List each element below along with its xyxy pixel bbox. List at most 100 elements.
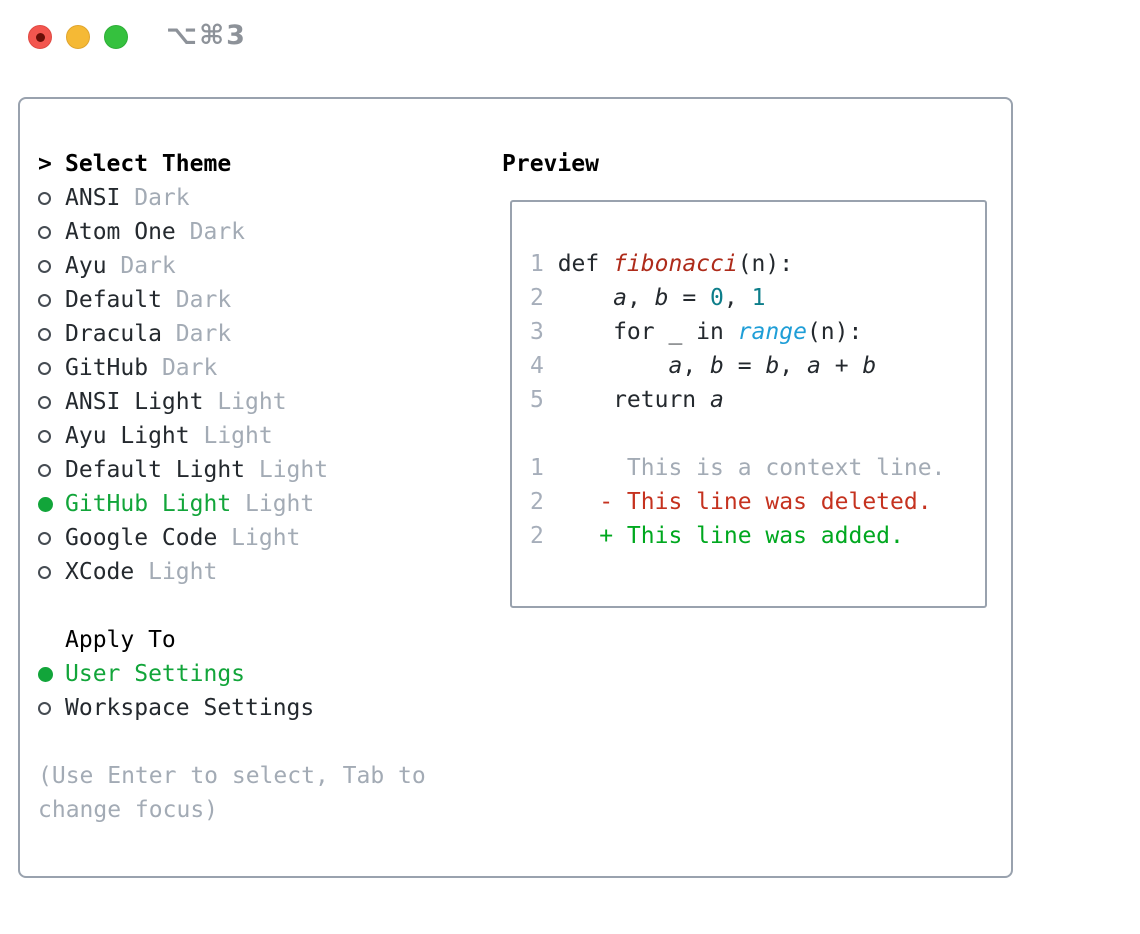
theme-variant-tag: Dark [120,253,176,279]
code-token: range [737,319,807,345]
code-token: b [765,353,780,379]
code-token: fibonacci [613,251,738,277]
help-text: (Use Enter to select, Tab to change focus… [38,759,488,827]
line-number: 1 [530,455,544,481]
selected-radio-icon [38,496,65,512]
radio-icon [38,327,65,341]
focus-caret-icon: > [38,151,52,177]
theme-name-label: GitHub Light [65,491,232,517]
code-token: + This line was added. [557,523,904,549]
radio-icon [38,259,65,273]
code-line: 5 return a [530,383,985,417]
apply-to-option[interactable]: Workspace Settings [38,691,488,725]
code-token: a [668,353,683,379]
theme-item[interactable]: Default Light Light [38,453,488,487]
code-token: 1 [751,285,766,311]
code-token: + [820,353,863,379]
theme-variant-tag: Light [231,525,301,551]
radio-icon [38,191,65,205]
theme-name-label: Dracula [65,321,162,347]
apply-option-label: Workspace Settings [65,695,315,721]
code-token [558,285,613,311]
code-token: a [613,285,627,311]
code-token: , [626,285,655,311]
code-token: This is a context line. [557,455,946,481]
code-token: (n): [806,319,863,345]
radio-icon [38,701,65,715]
theme-item[interactable]: Dracula Dark [38,317,488,351]
minimize-button[interactable] [66,25,90,49]
preview-label: Preview [502,151,599,177]
code-token: for _ in [557,319,738,345]
apply-to-header: Apply To [38,623,488,657]
code-token: , [723,285,752,311]
spacer [38,725,488,759]
line-number: 3 [530,319,544,345]
theme-variant-tag: Dark [134,185,190,211]
code-line: 3 for _ in range(n): [530,315,985,349]
code-token: 0 [710,285,724,311]
code-token: = [668,285,711,311]
code-token: = [723,353,766,379]
apply-option-label: User Settings [65,661,246,687]
code-line: 1 This is a context line. [530,451,985,485]
theme-item[interactable]: Ayu Dark [38,249,488,283]
radio-icon [38,429,65,443]
radio-icon [38,293,65,307]
code-line: 2 + This line was added. [530,519,985,553]
theme-variant-tag: Dark [175,321,232,347]
theme-name-label: Ayu [65,253,107,279]
code-token [558,353,669,379]
line-number: 1 [530,251,544,277]
code-token: b [862,353,877,379]
radio-icon [38,463,65,477]
line-number: 4 [530,353,544,379]
theme-variant-tag: Dark [161,355,218,381]
theme-name-label: ANSI [65,185,121,211]
theme-name-label: XCode [65,559,135,585]
code-token: a [807,353,821,379]
select-theme-header: > Select Theme [38,147,488,181]
code-token: (n): [737,251,794,277]
radio-icon [38,225,65,239]
theme-name-label: Ayu Light [65,423,190,449]
radio-icon [38,395,65,409]
code-line: 2 - This line was deleted. [530,485,985,519]
window-title: ⌥⌘3 [166,20,247,51]
help-text-line: change focus) [38,797,219,823]
theme-item[interactable]: GitHub Dark [38,351,488,385]
theme-variant-tag: Light [203,423,273,449]
zoom-button[interactable] [104,25,128,49]
help-text-line: (Use Enter to select, Tab to [38,763,426,789]
theme-variant-tag: Light [258,457,329,483]
theme-name-label: ANSI Light [65,389,204,415]
code-token: b [710,353,724,379]
theme-variant-tag: Dark [175,287,232,313]
selected-radio-icon [38,666,65,682]
code-token: , [779,353,807,379]
theme-item[interactable]: ANSI Dark [38,181,488,215]
apply-to-label: Apply To [65,627,176,653]
close-button[interactable] [28,25,52,49]
theme-name-label: Default Light [65,457,246,483]
radio-icon [38,565,65,579]
line-number: 5 [530,387,544,413]
code-token: a [710,387,724,413]
theme-name-label: GitHub [65,355,149,381]
apply-to-option[interactable]: User Settings [38,657,488,691]
code-token: b [654,285,669,311]
spacer [38,589,488,623]
theme-item[interactable]: Ayu Light Light [38,419,488,453]
